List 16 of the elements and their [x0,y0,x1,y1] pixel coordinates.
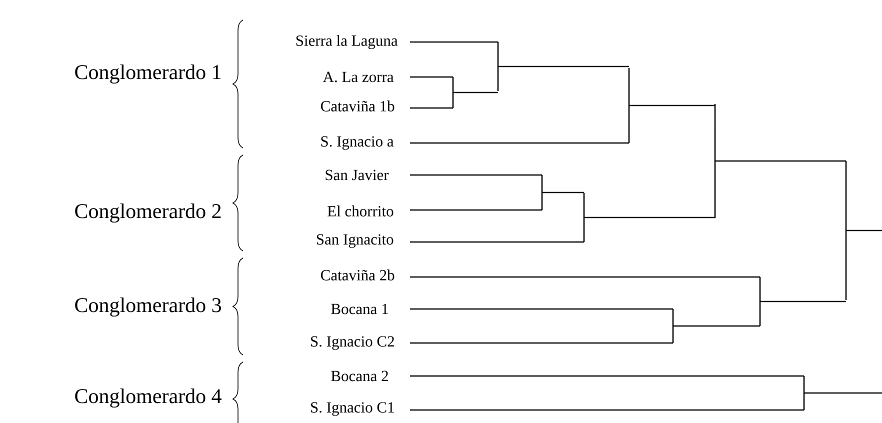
leaf-label: S. Ignacio C1 [311,402,394,416]
leaf-label: Cataviña 1b [320,100,394,112]
leaf-label: Bocana 1 [331,304,388,314]
leaf-label: S. Ignacio a [321,136,394,150]
cluster-label: Conglomerardo 3 [75,297,221,317]
leaf-label: Sierra la Laguna [296,34,398,50]
leaf-label: A. La zorra [322,72,394,82]
cluster-label: Conglomerardo 4 [75,388,222,408]
leaf-label: El chorrito [328,206,394,216]
leaf-label: Bocana 2 [331,370,388,382]
cluster-label: Conglomerardo 1 [75,64,221,84]
leaf-label: S. Ignacio C2 [311,336,394,350]
leaf-label: Cataviña 2b [320,270,394,280]
leaf-label: San Javier [326,170,389,180]
cluster-label: Conglomerardo 2 [75,203,221,223]
leaf-label: San Ignacito [316,234,394,248]
